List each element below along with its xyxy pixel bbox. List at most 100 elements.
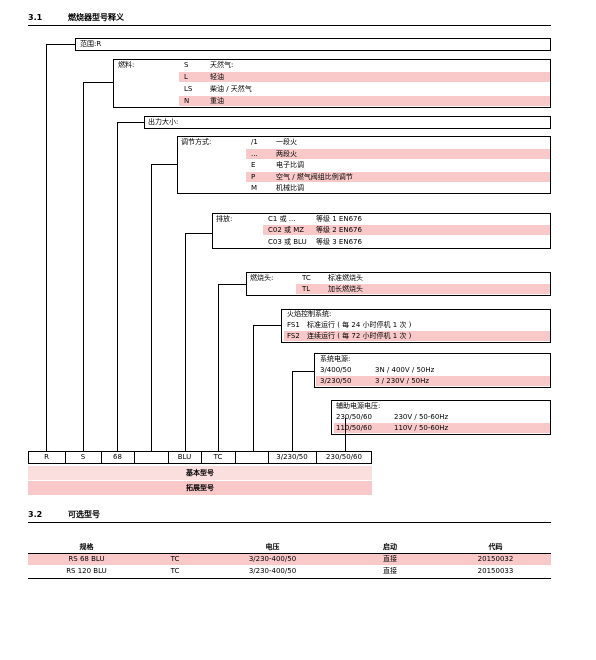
table-cell: 直接: [383, 567, 397, 575]
fuel-code: N: [184, 97, 190, 105]
connector-line: [218, 284, 219, 451]
fuel-desc: 重油: [210, 97, 224, 105]
aux-desc: 230V / 50-60Hz: [394, 413, 449, 421]
fuel-desc: 轻油: [210, 73, 224, 81]
code-cell-fuel: S: [80, 453, 86, 461]
code-divider: [268, 451, 269, 464]
regulation-highlight-2: [246, 172, 550, 182]
code-cell-aux: 230/50/60: [326, 453, 362, 461]
regulation-desc: 一段火: [276, 138, 297, 146]
connector-line: [292, 371, 314, 372]
regulation-desc: 机械比调: [276, 184, 304, 192]
output-box: [144, 116, 551, 129]
table-cell: 3/230-400/50: [248, 555, 297, 563]
code-divider: [201, 451, 202, 464]
basic-model-label: 基本型号: [28, 466, 372, 480]
table-header-rule: [28, 553, 551, 554]
regulation-code: /1: [251, 138, 258, 146]
table-header-voltage: 电压: [265, 543, 280, 551]
head-label: 燃烧头:: [250, 274, 274, 282]
connector-line: [83, 82, 113, 83]
power-desc: 3 / 230V / 50Hz: [375, 377, 430, 385]
code-cell-flame: [235, 451, 268, 464]
power-label: 系统电源:: [320, 355, 351, 363]
aux-highlight: [334, 423, 550, 433]
code-divider: [168, 451, 169, 464]
flame-highlight: [284, 331, 550, 341]
emission-desc: 等级 3 EN676: [316, 238, 362, 246]
regulation-highlight-1: [246, 149, 550, 159]
table-bottom-rule: [28, 578, 551, 579]
section-number: 3.1: [28, 13, 43, 22]
connector-line: [253, 325, 281, 326]
code-divider: [65, 451, 66, 464]
connector-line: [253, 325, 254, 451]
section-number: 3.2: [28, 510, 43, 519]
section-title: 燃烧器型号释义: [68, 13, 124, 22]
flame-desc: 标准运行 ( 每 24 小时停机 1 次 ): [307, 321, 412, 329]
code-divider: [235, 451, 236, 464]
code-cell-power: 3/230/50: [276, 453, 308, 461]
table-row: [28, 554, 551, 565]
regulation-code: M: [251, 184, 258, 192]
aux-code: 110/50/60: [336, 424, 372, 432]
flame-label: 火焰控制系统:: [287, 310, 332, 318]
connector-line: [46, 44, 75, 45]
power-desc: 3N / 400V / 50Hz: [375, 366, 435, 374]
connector-line: [151, 164, 177, 165]
head-desc: 标准燃烧头: [328, 274, 363, 282]
head-code: TC: [302, 274, 311, 282]
fuel-code: S: [184, 61, 189, 69]
fuel-highlight-1: [179, 72, 550, 82]
fuel-highlight-2: [179, 96, 550, 106]
fuel-desc: 柴油 / 天然气: [210, 85, 252, 93]
flame-code: FS1: [287, 321, 300, 329]
emission-code: C02 或 MZ: [268, 226, 305, 234]
code-cell-output: 68: [113, 453, 122, 461]
model-code-row: [28, 451, 372, 464]
flame-box: [281, 309, 551, 343]
output-label: 出力大小:: [148, 118, 179, 126]
aux-desc: 110V / 50-60Hz: [394, 424, 449, 432]
connector-line: [185, 233, 186, 451]
regulation-desc: 两段火: [276, 150, 297, 158]
fuel-code: LS: [184, 85, 193, 93]
aux-label: 辅助电源电压:: [336, 402, 381, 410]
connector-line: [117, 122, 144, 123]
connector-line: [151, 164, 152, 451]
table-cell: 直接: [383, 555, 397, 563]
fuel-desc: 天然气:: [210, 61, 234, 69]
head-desc: 加长燃烧头: [328, 285, 363, 293]
connector-line: [185, 233, 212, 234]
table-header-start: 启动: [383, 543, 397, 551]
connector-line: [218, 284, 246, 285]
connector-line: [345, 418, 346, 451]
emission-desc: 等级 1 EN676: [316, 215, 362, 223]
connector-line: [292, 371, 293, 451]
flame-desc: 连续运行 ( 每 72 小时停机 1 次 ): [307, 332, 412, 340]
table-cell: TC: [170, 567, 180, 575]
table-cell: RS 68 BLU: [68, 555, 105, 563]
extended-model-label: 拓展型号: [28, 481, 372, 495]
regulation-code: P: [251, 173, 256, 181]
table-cell: RS 120 BLU: [66, 567, 107, 575]
section-rule: [28, 522, 551, 523]
power-highlight: [316, 376, 550, 386]
code-divider: [316, 451, 317, 464]
connector-line: [117, 122, 118, 451]
code-cell-head: TC: [213, 453, 223, 461]
table-cell: 20150032: [477, 555, 514, 563]
regulation-desc: 空气 / 燃气阀组比例调节: [276, 173, 353, 181]
connector-line: [83, 82, 84, 451]
fuel-box: [113, 59, 551, 108]
code-cell-emission: BLU: [177, 453, 192, 461]
aux-box: [331, 400, 551, 435]
table-header-code: 代码: [488, 543, 503, 551]
regulation-desc: 电子比调: [276, 161, 304, 169]
regulation-box: [177, 136, 551, 194]
code-cell-range: R: [44, 453, 49, 461]
regulation-code: E: [251, 161, 256, 169]
head-box: [246, 272, 551, 296]
emission-desc: 等级 2 EN676: [316, 226, 362, 234]
power-box: [314, 353, 551, 388]
